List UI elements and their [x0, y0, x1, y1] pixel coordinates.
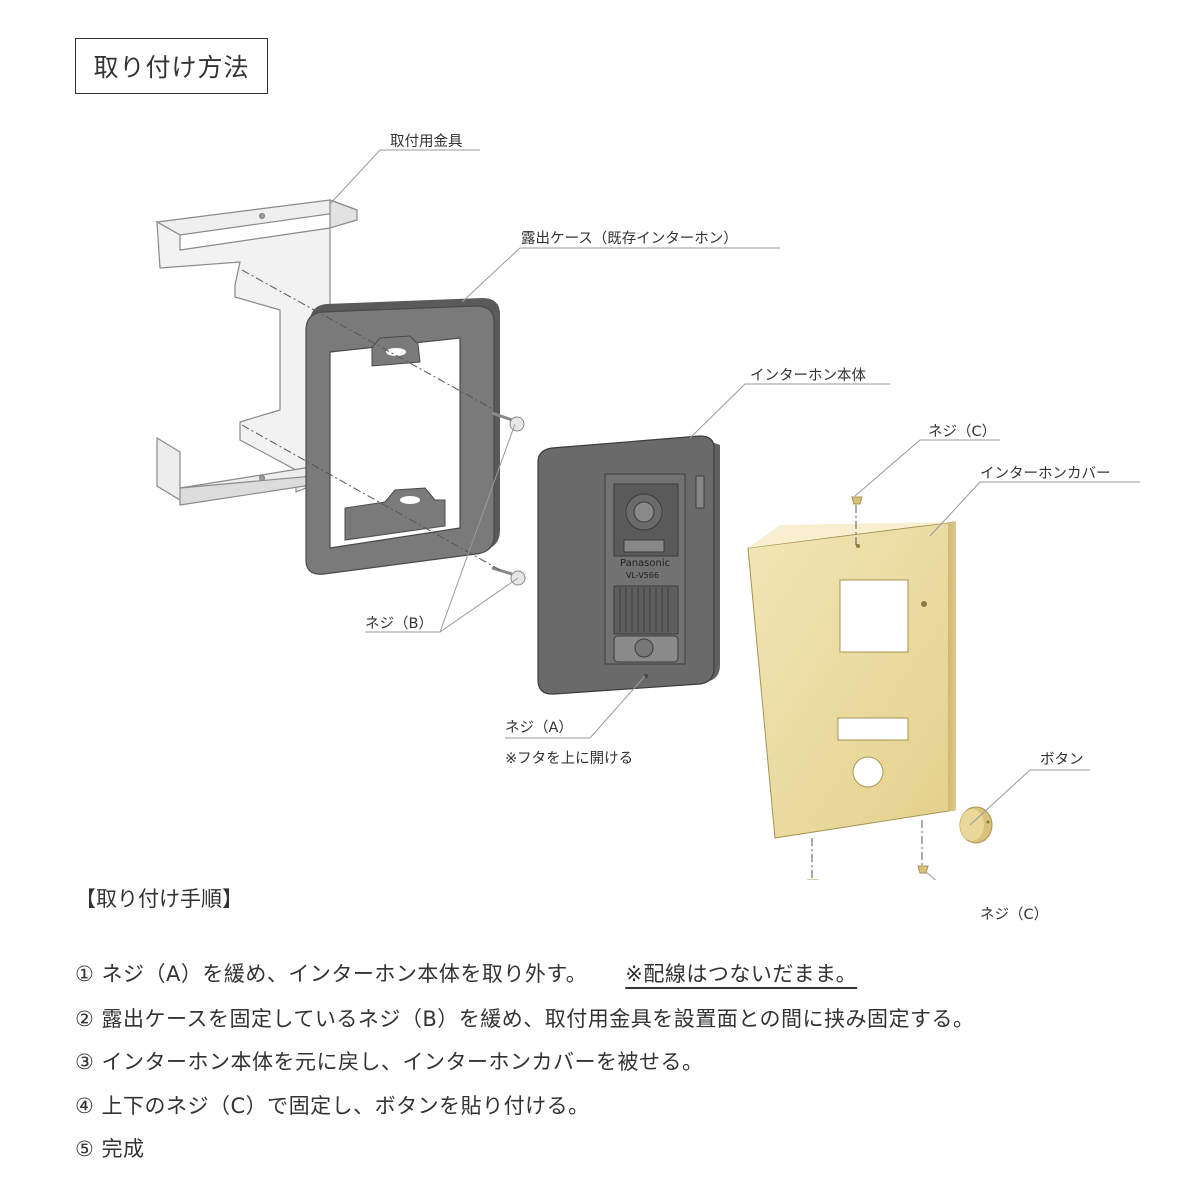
screw-c-top	[851, 496, 863, 505]
label-bracket: 取付用金具	[390, 134, 463, 150]
step-4: ④ 上下のネジ（C）で固定し、ボタンを貼り付ける。	[75, 1090, 590, 1120]
screw-c-bottom-right	[917, 865, 929, 874]
step-5: ⑤ 完成	[75, 1133, 145, 1163]
step-text: ネジ（A）を緩め、インターホン本体を取り外す。	[101, 962, 588, 986]
intercom-cover	[747, 521, 956, 839]
step-number: ③	[75, 1050, 95, 1074]
step-text: 露出ケースを固定しているネジ（B）を緩め、取付用金具を設置面との間に挟み固定する…	[101, 1007, 975, 1031]
intercom-body	[537, 435, 720, 695]
step-text: 上下のネジ（C）で固定し、ボタンを貼り付ける。	[101, 1094, 590, 1118]
label-button: ボタン	[1040, 752, 1084, 768]
assembly-lines	[241, 269, 923, 878]
exploded-diagram: Panasonic VL-V566	[155, 149, 1140, 880]
step-number: ④	[75, 1094, 95, 1118]
leader-lines	[329, 149, 1140, 880]
label-screw-c-bottom: ネジ（C）	[980, 907, 1049, 923]
step-1: ① ネジ（A）を緩め、インターホン本体を取り外す。 ※配線はつないだまま。	[75, 958, 857, 988]
step-text: インターホン本体を元に戻し、インターホンカバーを被せる。	[101, 1050, 704, 1074]
screw-b-bottom	[491, 566, 526, 586]
step-number: ②	[75, 1007, 95, 1031]
step-text: 完成	[101, 1137, 145, 1161]
step-number: ①	[75, 962, 95, 986]
step-2: ② 露出ケースを固定しているネジ（B）を緩め、取付用金具を設置面との間に挟み固定…	[75, 1003, 975, 1033]
label-screw-a-note: ※フタを上に開ける	[505, 751, 634, 767]
step-note: ※配線はつないだまま。	[625, 962, 858, 986]
surface-case	[305, 298, 500, 575]
label-surface-case: 露出ケース（既存インターホン）	[521, 231, 738, 247]
cover-button	[959, 806, 993, 844]
label-screw-b: ネジ（B）	[365, 616, 433, 632]
label-intercom-cover: インターホンカバー	[980, 466, 1111, 482]
intercom-model: VL-V566	[626, 571, 659, 580]
steps-heading: 【取り付け手順】	[75, 887, 243, 911]
label-screw-c-top: ネジ（C）	[928, 424, 997, 440]
intercom-brand: Panasonic	[620, 558, 670, 569]
label-screw-a: ネジ（A）	[505, 720, 573, 736]
label-intercom-body: インターホン本体	[750, 368, 866, 384]
step-number: ⑤	[75, 1137, 95, 1161]
page-title: 取り付け方法	[75, 38, 268, 94]
step-3: ③ インターホン本体を元に戻し、インターホンカバーを被せる。	[75, 1046, 704, 1076]
